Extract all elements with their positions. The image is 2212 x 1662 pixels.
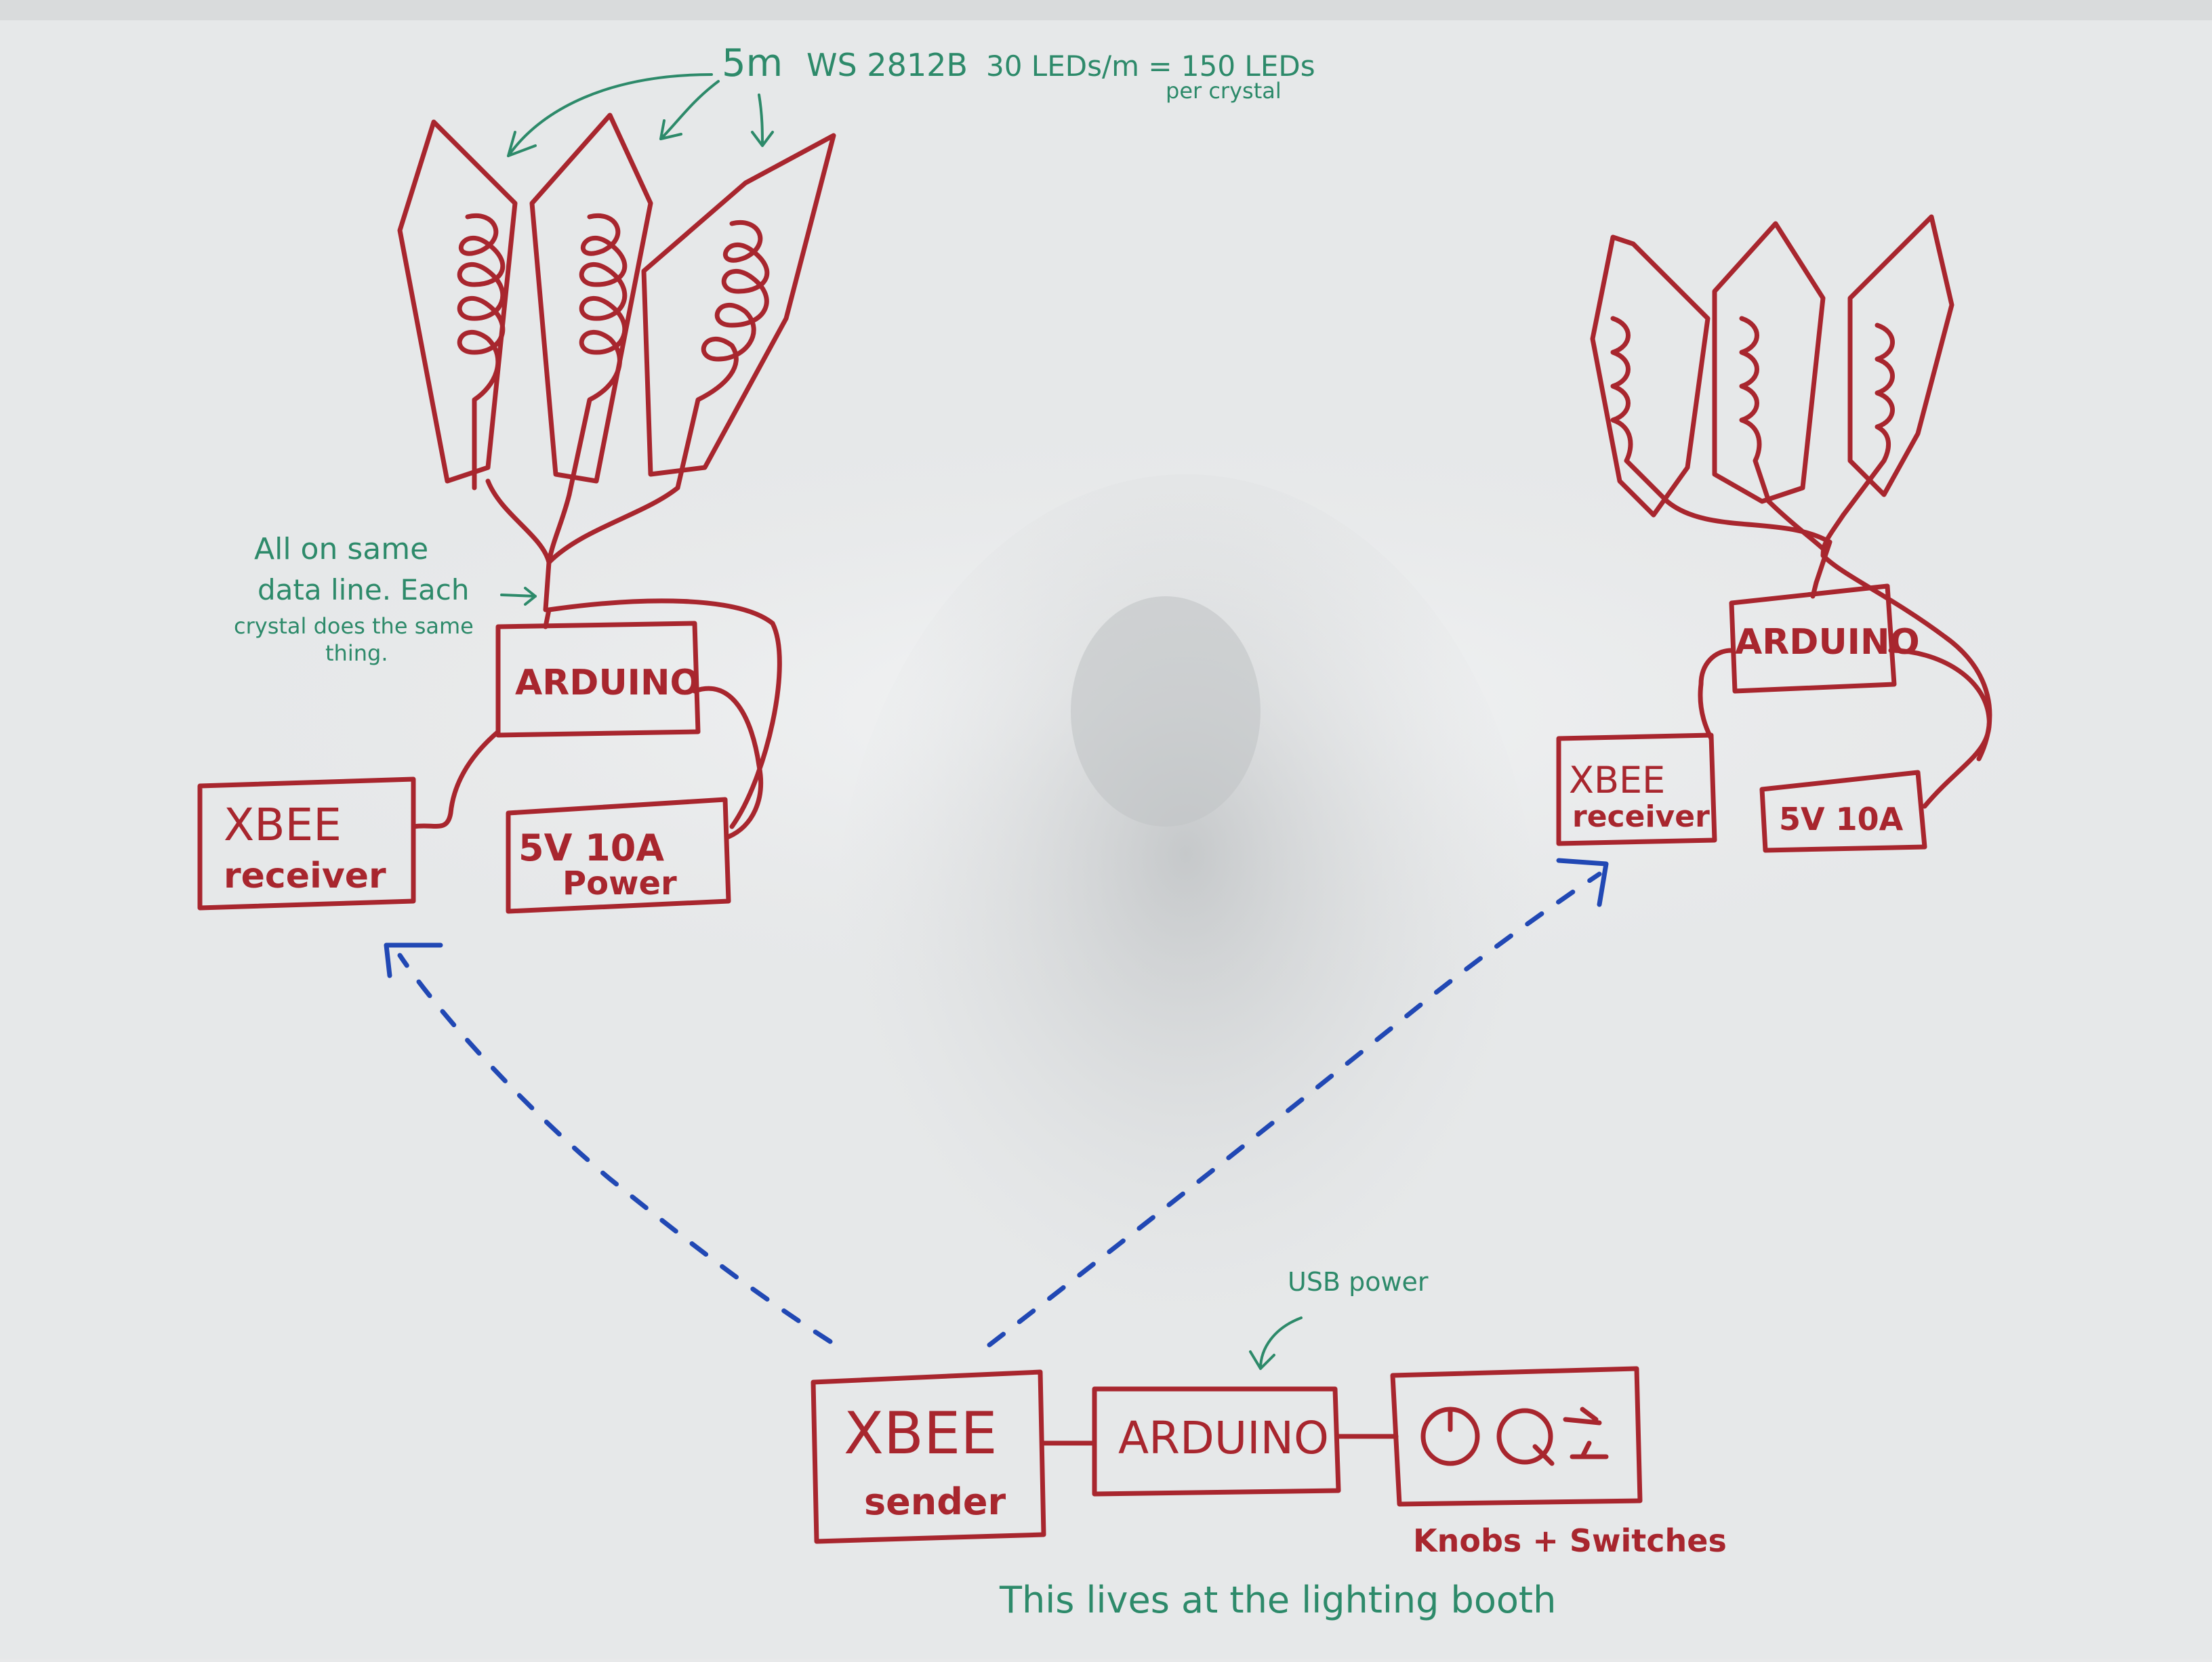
left-crystals (397, 112, 836, 612)
strip-spec-density: 30 LEDs/m = 150 LEDs (986, 49, 1315, 83)
strip-spec-length: 5m (722, 41, 783, 85)
right-xbee: XBEE receiver (1556, 732, 1717, 846)
sender-arduino: ARDUINO (1092, 1386, 1341, 1497)
right-crystal-3 (1847, 214, 1954, 497)
left-spiral-2 (567, 213, 628, 497)
board-frame (0, 0, 2212, 20)
right-arduino: ARDUINO (1729, 583, 1920, 694)
data-line-note: All on same data line. Each crystal does… (234, 532, 537, 666)
left-xbee-wire (411, 729, 501, 829)
usb-power-arrow (1249, 1316, 1303, 1370)
sender-xbee-label-1: XBEE (844, 1400, 998, 1468)
wireless-link-right (987, 858, 1609, 1348)
knob-icon-1 (1420, 1407, 1480, 1466)
right-power-wire (1888, 648, 1992, 809)
right-wire-c (1820, 512, 1992, 762)
left-power-wire-2 (546, 598, 782, 829)
wireless-link-left (384, 942, 833, 1344)
left-spiral-3 (675, 220, 770, 491)
left-xbee-box (197, 776, 416, 911)
strip-arrow-1 (507, 73, 713, 157)
data-line-note-4: thing. (325, 640, 388, 666)
right-arduino-box (1729, 583, 1897, 694)
wireless-line-left (397, 953, 833, 1344)
strip-spec-model: WS 2812B (806, 47, 968, 83)
wireless-arrowhead-right (1556, 858, 1609, 907)
right-crystal-2 (1712, 221, 1826, 504)
controls-box-outline (1390, 1366, 1643, 1507)
knob-icon-2 (1496, 1408, 1555, 1466)
right-xbee-wire (1698, 648, 1734, 741)
right-xbee-label-1: XBEE (1569, 759, 1665, 802)
right-xbee-box (1556, 732, 1717, 846)
sender-arduino-label: ARDUINO (1118, 1412, 1329, 1464)
left-power-box (506, 797, 731, 914)
strip-arrow-3 (751, 94, 774, 147)
right-zig-1 (1610, 316, 1670, 504)
wireless-arrowhead-left (384, 942, 443, 978)
right-arduino-label: ARDUINO (1735, 622, 1920, 663)
data-line-note-3: crystal does the same (234, 613, 474, 639)
left-power-label-1: 5V 10A (518, 827, 664, 869)
left-wire-b (546, 492, 572, 565)
controls-label: Knobs + Switches (1413, 1522, 1727, 1559)
left-arduino-label: ARDUINO (515, 663, 700, 703)
right-power: 5V 10A (1759, 770, 1927, 853)
left-arduino: ARDUINO (495, 621, 701, 738)
right-zig-3 (1841, 323, 1895, 518)
sender-arduino-box (1092, 1386, 1341, 1497)
usb-power-label: USB power (1288, 1267, 1429, 1297)
right-data-wire (1810, 580, 1819, 599)
left-crystal-3 (641, 133, 836, 477)
sender-xbee-label-2: sender (864, 1480, 1006, 1523)
data-line-note-2: data line. Each (258, 573, 469, 606)
switch-icon-2 (1570, 1440, 1609, 1459)
right-power-label: 5V 10A (1779, 801, 1904, 837)
photographer-reflection (834, 474, 1538, 1423)
left-spiral-1 (457, 213, 506, 491)
left-power: 5V 10A Power (506, 797, 731, 914)
switch-icon-1 (1563, 1407, 1602, 1426)
left-crystal-2 (529, 112, 653, 484)
strip-arrow-2 (659, 80, 720, 140)
right-zig-2 (1739, 316, 1771, 504)
sender-xbee-box (811, 1369, 1046, 1544)
left-arduino-box (495, 621, 701, 738)
right-wire-a (1664, 499, 1832, 585)
controls-box (1390, 1366, 1643, 1507)
right-wire-b (1766, 499, 1826, 552)
left-power-label-2: Power (562, 865, 677, 902)
usb-power-note: USB power (1249, 1267, 1429, 1370)
strip-spec-note: 5m WS 2812B 30 LEDs/m = 150 LEDs per cry… (507, 41, 1315, 157)
left-wire-c (543, 485, 680, 612)
reflection-head (1071, 596, 1261, 827)
strip-spec-per-crystal: per crystal (1166, 78, 1282, 104)
right-crystals (1590, 214, 1992, 762)
left-xbee-label-2: receiver (224, 856, 386, 896)
sender-xbee: XBEE sender (811, 1369, 1046, 1544)
left-data-wire (543, 607, 552, 629)
right-xbee-label-2: receiver (1572, 799, 1710, 834)
left-xbee-label-1: XBEE (224, 799, 342, 851)
data-line-note-1: All on same (254, 532, 428, 566)
left-xbee: XBEE receiver (197, 776, 416, 911)
left-wire-a (485, 478, 552, 565)
right-power-box (1759, 770, 1927, 853)
data-line-arrow (500, 587, 537, 606)
left-power-wire (692, 686, 764, 839)
right-crystal-1 (1590, 234, 1711, 518)
wireless-line-right (987, 871, 1602, 1348)
booth-note: This lives at the lighting booth (999, 1579, 1556, 1621)
